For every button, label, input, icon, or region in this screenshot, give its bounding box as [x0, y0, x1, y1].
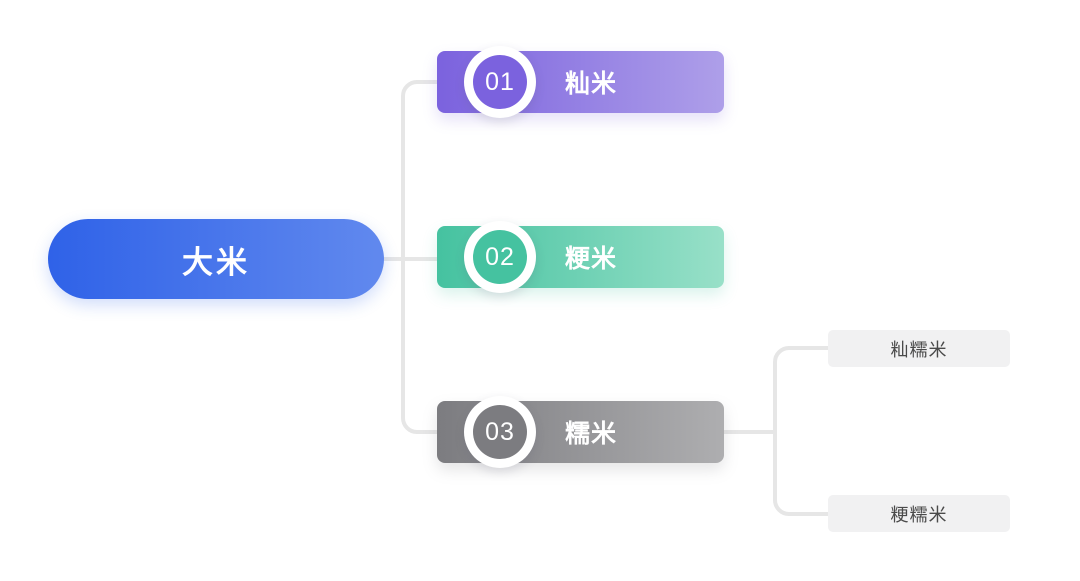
branch-node-03[interactable]: 03 糯米 [437, 396, 724, 468]
branch-label-02: 粳米 [565, 245, 618, 273]
connector-leaf-2 [773, 430, 830, 516]
connector-leaf-1 [773, 346, 830, 434]
branch-node-02[interactable]: 02 粳米 [437, 221, 724, 293]
branch-node-01[interactable]: 01 籼米 [437, 46, 724, 118]
branch-number-03: 03 [473, 405, 527, 459]
leaf-node-2-label: 粳糯米 [890, 504, 948, 525]
branch-number-01: 01 [473, 55, 527, 109]
root-node[interactable]: 大米 [48, 219, 384, 299]
branch-number-02: 02 [473, 230, 527, 284]
connector-branch-3 [401, 257, 439, 434]
branch-badge-02: 02 [464, 221, 536, 293]
leaf-node-1-label: 籼糯米 [890, 339, 948, 360]
branch-badge-01: 01 [464, 46, 536, 118]
connector-branch-1 [401, 80, 439, 261]
branch-label-01: 籼米 [565, 70, 618, 98]
leaf-node-1[interactable]: 籼糯米 [828, 330, 1010, 367]
branch-label-03: 糯米 [565, 420, 618, 448]
branch-badge-03: 03 [464, 396, 536, 468]
leaf-node-2[interactable]: 粳糯米 [828, 495, 1010, 532]
root-node-label: 大米 [182, 244, 250, 280]
